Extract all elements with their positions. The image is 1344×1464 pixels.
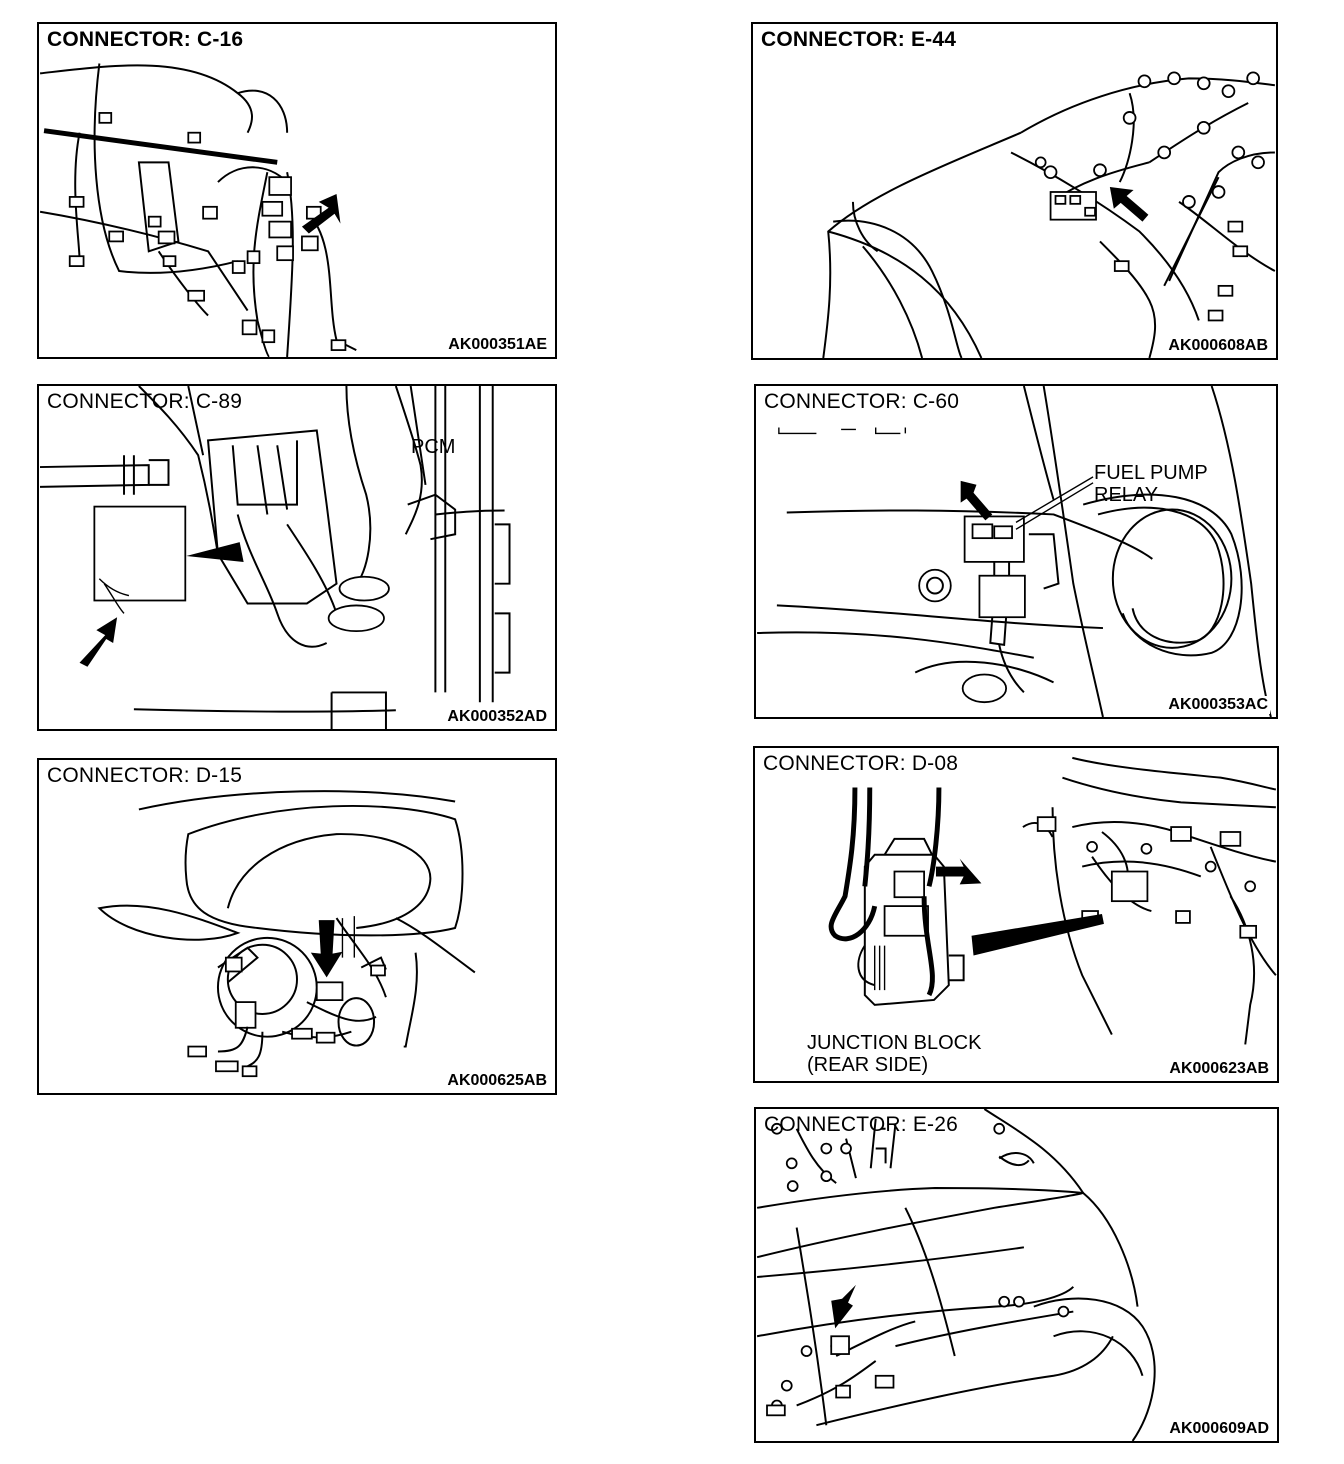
panel-connector-e26: CONNECTOR: E-26 AK000609AD <box>754 1107 1279 1443</box>
c89-figure-code: AK000352AD <box>445 708 549 726</box>
d08-illustration <box>828 756 1277 1045</box>
c16-illustration <box>39 63 357 357</box>
c60-fuel-pump-relay-label: FUEL PUMP RELAY <box>1094 462 1208 506</box>
panel-connector-e44: CONNECTOR: E-44 AK000608AB <box>751 22 1278 360</box>
c89-illustration <box>39 386 511 729</box>
panel-connector-c89: CONNECTOR: C-89 PCM AK000352AD <box>37 384 557 731</box>
e44-figure-code: AK000608AB <box>1166 337 1270 355</box>
c89-title: CONNECTOR: C-89 <box>47 390 243 413</box>
panel-connector-d08: CONNECTOR: D-08 JUNCTION BLOCK (REAR SID… <box>753 746 1279 1083</box>
c89-pcm-label: PCM <box>411 436 456 458</box>
c60-illustration <box>757 386 1272 717</box>
d15-figure-code: AK000625AB <box>445 1072 549 1090</box>
c16-title: CONNECTOR: C-16 <box>47 28 244 51</box>
panel-connector-d15: CONNECTOR: D-15 AK000625AB <box>37 758 557 1095</box>
d08-title: CONNECTOR: D-08 <box>763 752 959 775</box>
d08-junction-block-label: JUNCTION BLOCK (REAR SIDE) <box>807 1032 982 1076</box>
e26-title: CONNECTOR: E-26 <box>764 1113 958 1136</box>
c60-title: CONNECTOR: C-60 <box>764 390 960 413</box>
d15-illustration <box>97 790 476 1078</box>
d15-title: CONNECTOR: D-15 <box>47 764 243 787</box>
e44-title: CONNECTOR: E-44 <box>761 28 957 51</box>
c60-figure-code: AK000353AC <box>1166 696 1270 714</box>
panel-connector-c16: CONNECTOR: C-16 AK000351AE <box>37 22 557 359</box>
panel-connector-c60: CONNECTOR: C-60 FUEL PUMP RELAY AK000353… <box>754 384 1278 719</box>
d08-figure-code: AK000623AB <box>1167 1060 1271 1078</box>
e26-figure-code: AK000609AD <box>1167 1420 1271 1438</box>
e26-illustration <box>756 1109 1156 1441</box>
c16-figure-code: AK000351AE <box>446 336 549 354</box>
e44-illustration <box>822 71 1276 358</box>
